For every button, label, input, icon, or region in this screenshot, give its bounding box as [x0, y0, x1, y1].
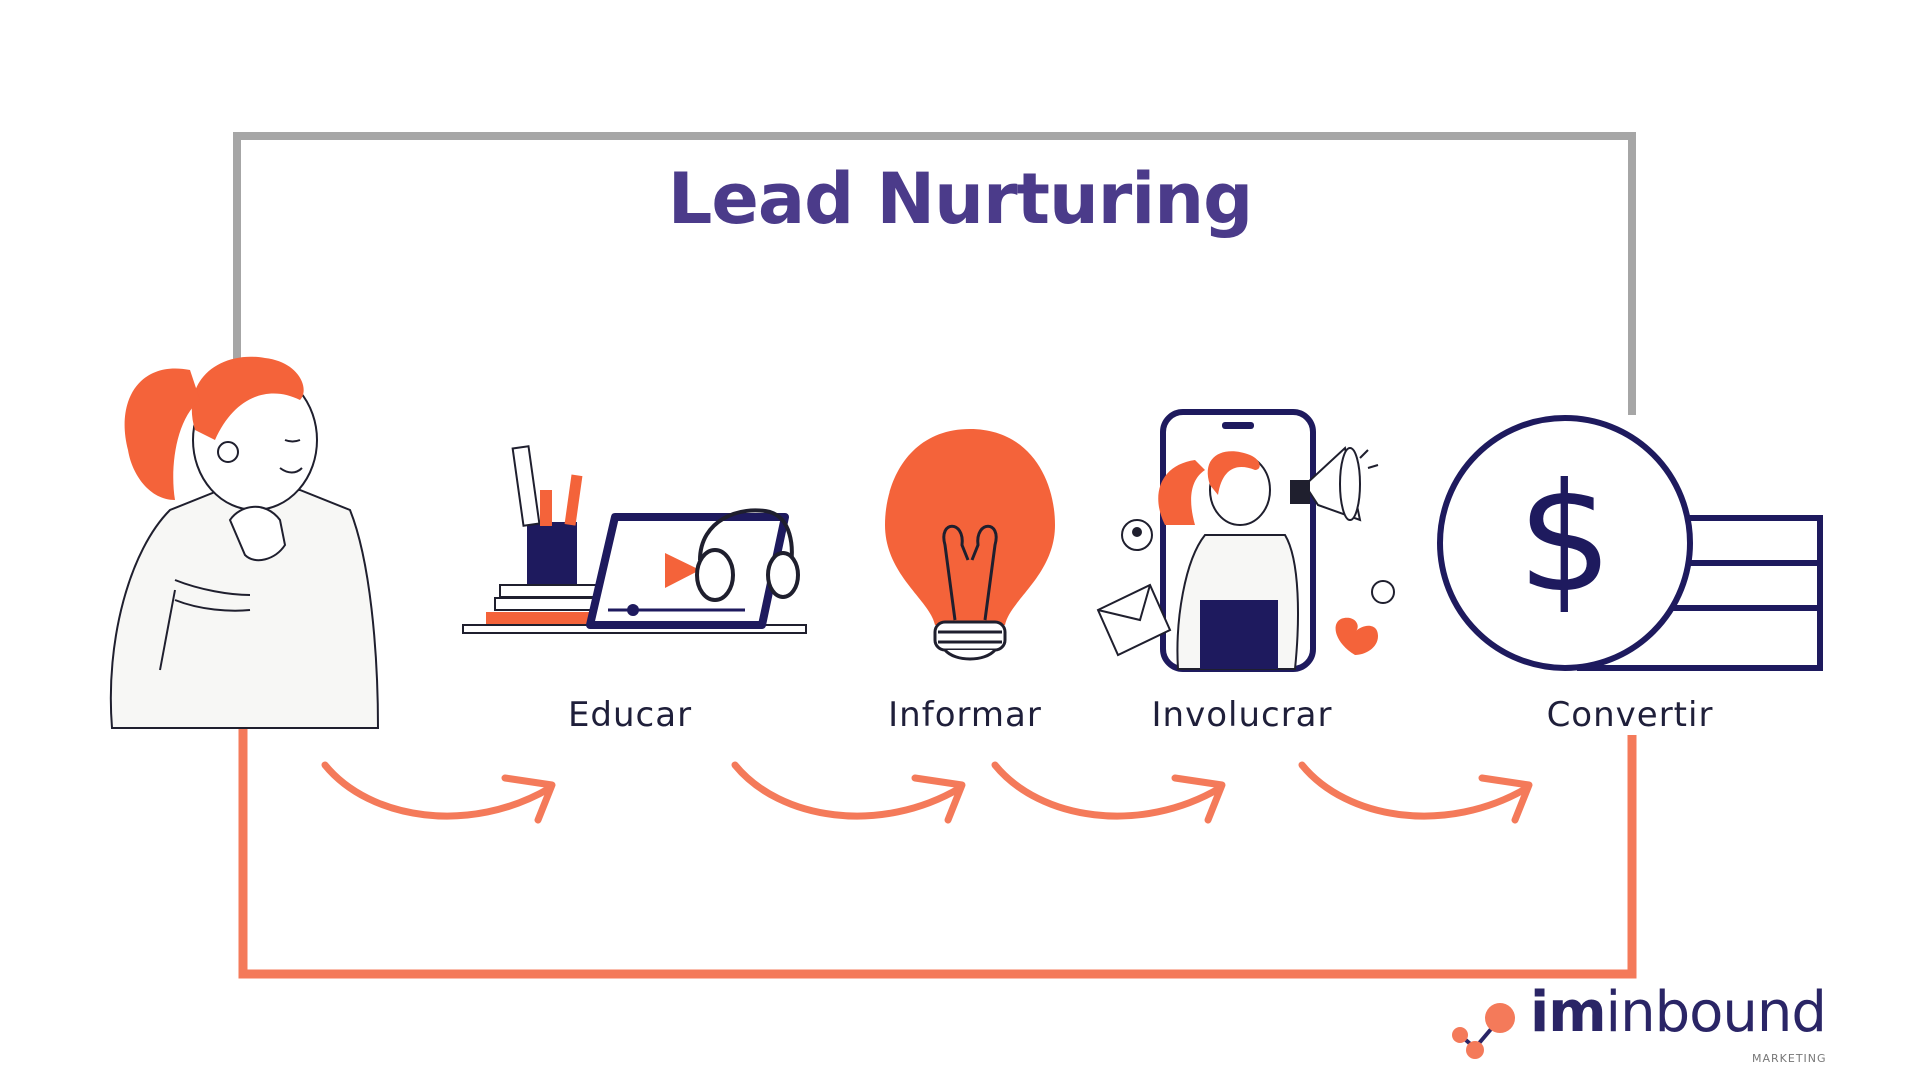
step-arrow [731, 761, 966, 824]
dollar-coin-icon: $ [1437, 415, 1823, 671]
tablet-study-icon [462, 445, 807, 634]
step-arrow [1298, 761, 1533, 824]
brand-name-light: inbound [1605, 980, 1827, 1045]
step-arrow [321, 761, 556, 824]
phone-megaphone-icon [1096, 409, 1395, 672]
step-arrow [991, 761, 1226, 824]
brand-name: iminbound [1530, 985, 1827, 1041]
loop-orange-line [238, 728, 1637, 979]
brand-name-bold: im [1530, 980, 1607, 1045]
loop-gray-line [233, 132, 1636, 415]
brand-tagline: MARKETING [1752, 1052, 1827, 1065]
step-label-involucrar: Involucrar [1151, 695, 1333, 735]
step-label-educar: Educar [567, 695, 693, 735]
lightbulb-icon [885, 429, 1055, 661]
diagram-title: Lead Nurturing [667, 158, 1254, 240]
svg-text:$: $ [1517, 452, 1612, 626]
step-label-convertir: Convertir [1546, 695, 1714, 735]
woman-thinking-icon [109, 356, 380, 729]
iminbound-logo-mark [1452, 1003, 1515, 1059]
step-label-informar: Informar [888, 695, 1042, 735]
